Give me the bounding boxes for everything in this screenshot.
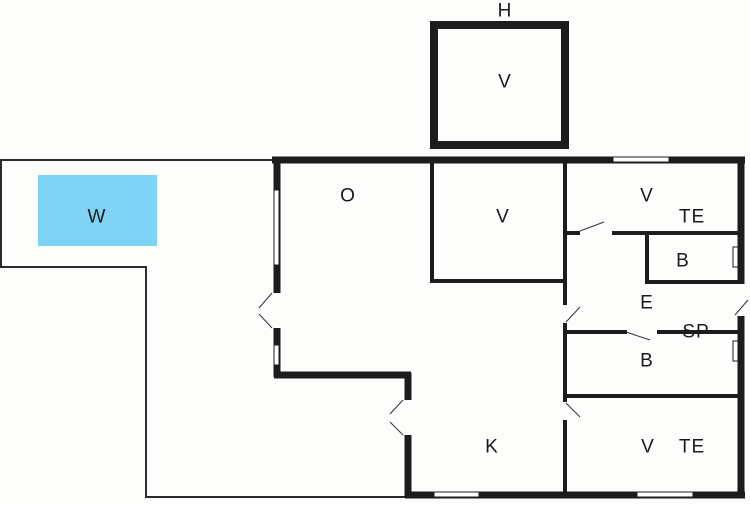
terrace-outline [0,159,408,498]
kitchen-label: K [485,436,499,458]
windows [273,156,739,498]
shed-room-label: V [498,71,512,93]
hall-label: E [640,292,654,314]
se-room-suffix-label: TE [678,436,706,458]
ne-room-suffix-label: TE [678,206,706,228]
interior-walls [430,162,741,495]
storage-label: SP [682,321,710,343]
shed-caption-label: H [497,0,513,22]
center-room-label: V [496,206,510,228]
door-swings [258,221,749,436]
door-openings [272,284,746,435]
upper-bath-label: B [676,250,690,272]
lower-bath-label: B [640,350,654,372]
se-room-label: V [641,436,655,458]
ne-room-label: V [640,185,654,207]
living-room-label: O [340,185,356,207]
shed-walls [430,21,569,149]
pool-area [38,175,157,246]
pool-label: W [87,206,107,228]
